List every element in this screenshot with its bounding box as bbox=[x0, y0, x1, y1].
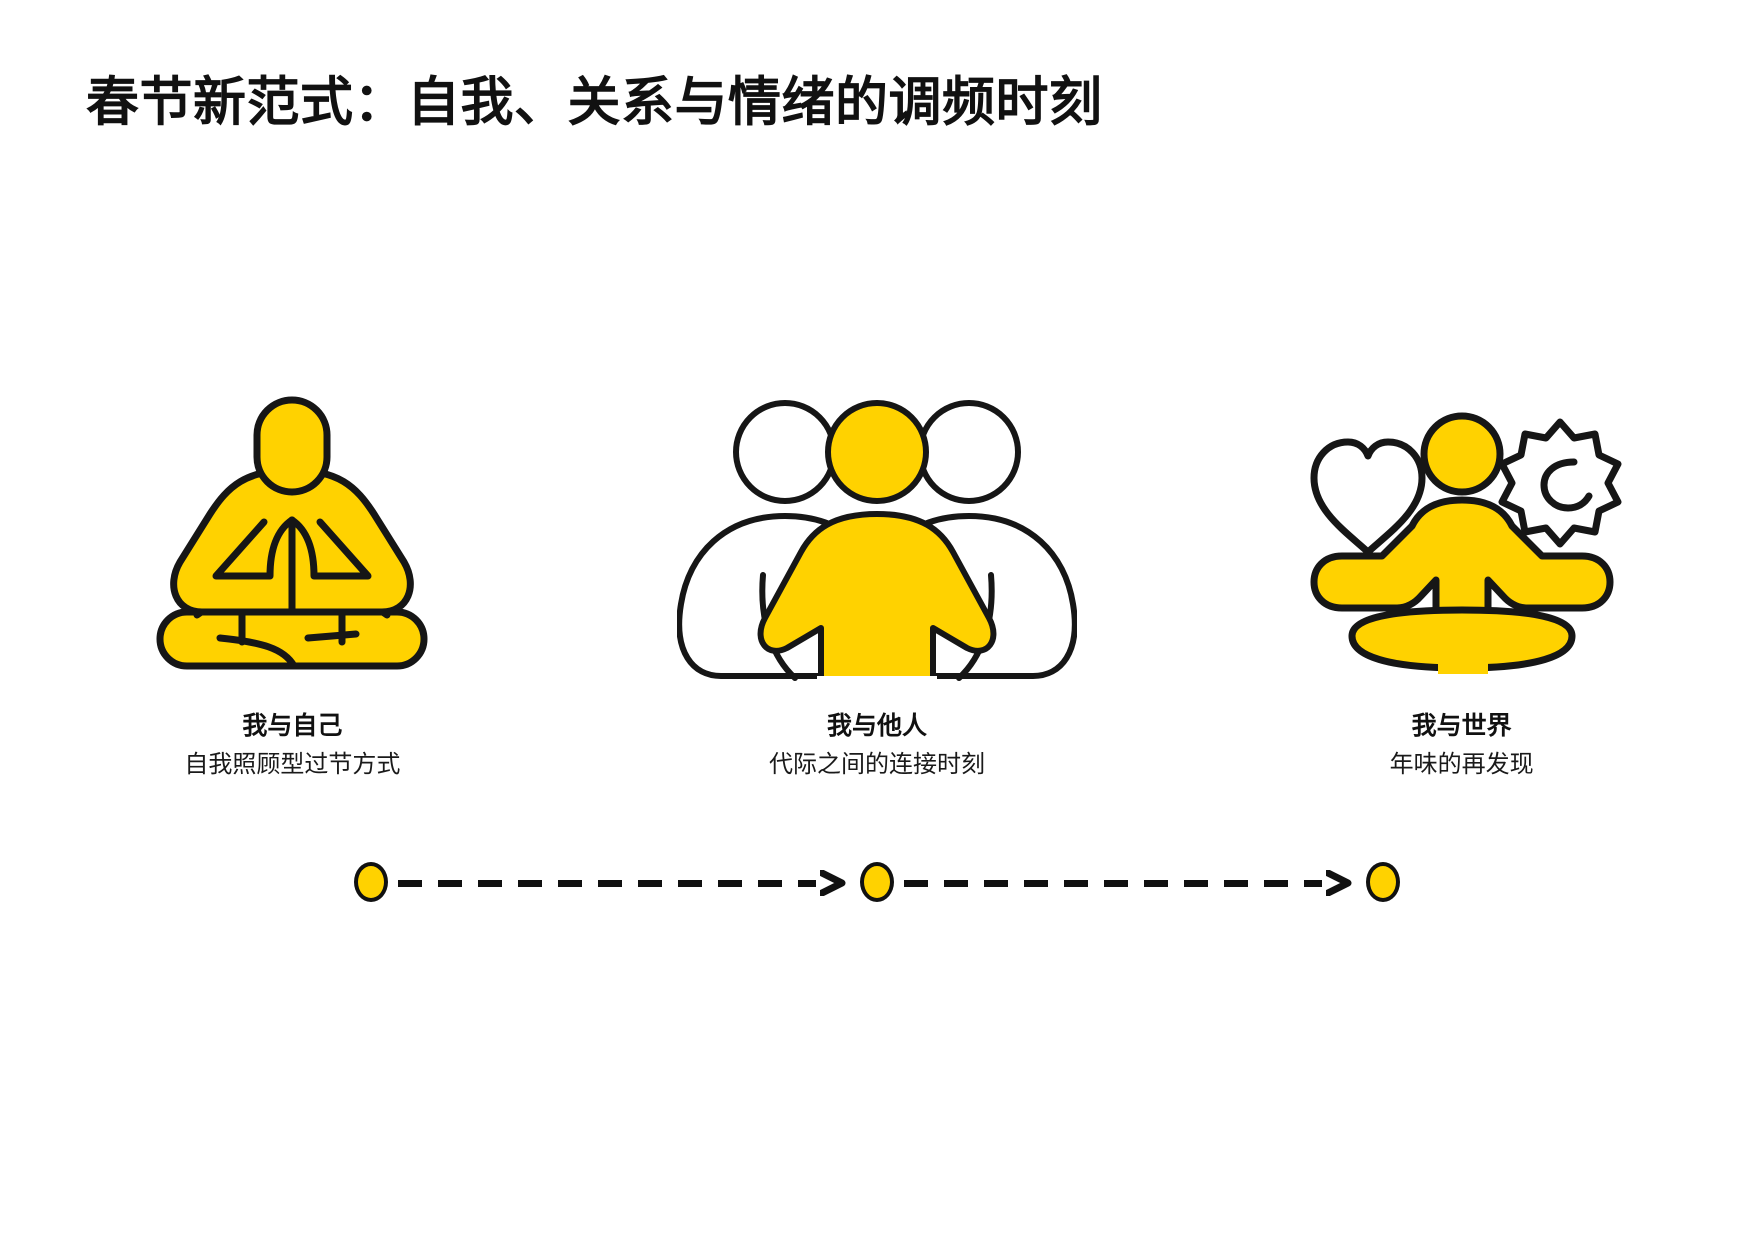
flow-arrow-1-head bbox=[820, 870, 846, 896]
stage-subtitle-2: 代际之间的连接时刻 bbox=[768, 751, 985, 778]
icon-slot-2 bbox=[676, 390, 1077, 690]
stage-subtitle-3: 年味的再发现 bbox=[1389, 751, 1534, 778]
flow-arrow-2-line bbox=[904, 880, 1322, 887]
stage-column-3: 我与世界 年味的再发现 bbox=[1222, 390, 1702, 777]
page-title: 春节新范式：自我、关系与情绪的调频时刻 bbox=[86, 73, 1103, 132]
stage-title-1: 我与自己 bbox=[242, 712, 343, 740]
person-heart-gear-icon bbox=[1310, 412, 1622, 674]
stage-row: 我与自己 自我照顾型过节方式 bbox=[0, 390, 1754, 810]
three-people-group-icon bbox=[676, 400, 1077, 690]
stage-title-3: 我与世界 bbox=[1411, 712, 1512, 740]
stage-caption-3: 我与世界 年味的再发现 bbox=[1390, 714, 1534, 777]
flow-arrow-1 bbox=[398, 870, 850, 896]
person-figure bbox=[1310, 412, 1614, 672]
stage-3-dot bbox=[1366, 862, 1400, 902]
stage-column-2: 我与他人 代际之间的连接时刻 bbox=[637, 390, 1117, 777]
heart-icon bbox=[1310, 438, 1426, 556]
icon-slot-1 bbox=[142, 390, 442, 690]
stage-1-dot bbox=[354, 862, 388, 902]
gear-sun-icon bbox=[1498, 418, 1622, 548]
stage-title-2: 我与他人 bbox=[826, 712, 927, 740]
meditating-person-icon bbox=[156, 396, 428, 670]
stage-2-dot bbox=[860, 862, 894, 902]
stage-caption-2: 我与他人 代际之间的连接时刻 bbox=[769, 714, 985, 777]
stage-caption-1: 我与自己 自我照顾型过节方式 bbox=[184, 714, 400, 777]
icon-slot-3 bbox=[1292, 390, 1632, 690]
flow-progression bbox=[0, 852, 1754, 912]
flow-arrow-2 bbox=[904, 870, 1356, 896]
stage-subtitle-1: 自我照顾型过节方式 bbox=[184, 751, 401, 778]
stage-column-1: 我与自己 自我照顾型过节方式 bbox=[52, 390, 532, 777]
flow-arrow-1-line bbox=[398, 880, 816, 887]
flow-arrow-2-head bbox=[1326, 870, 1352, 896]
